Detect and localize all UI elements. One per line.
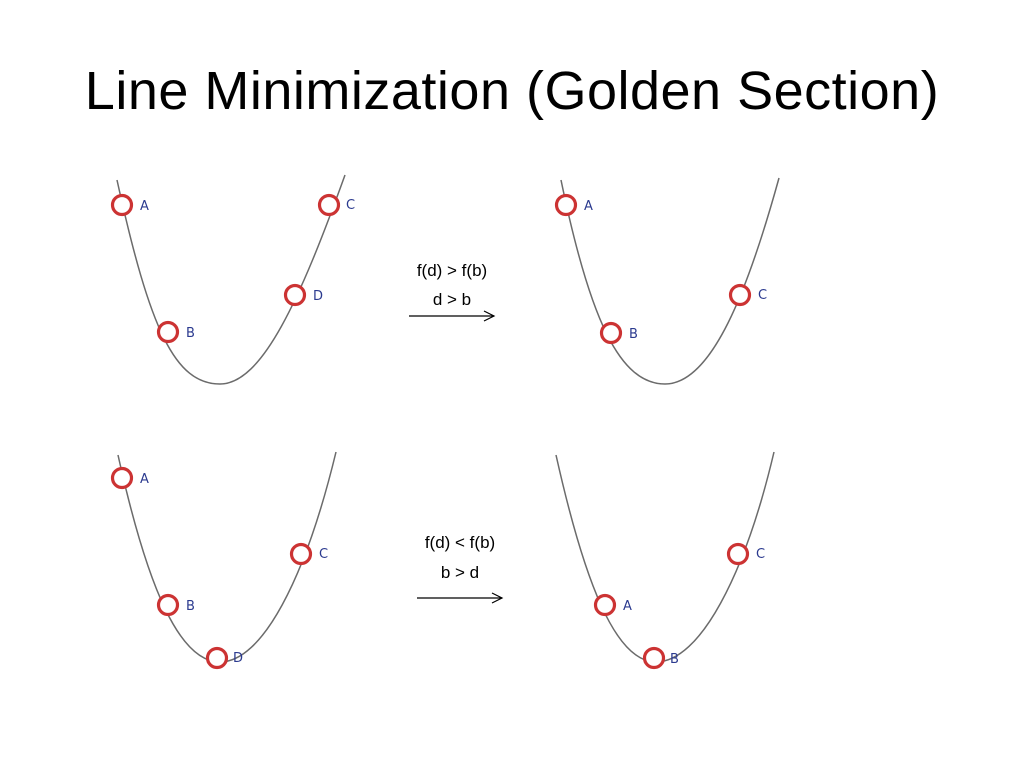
case1-after-point-c <box>728 283 752 307</box>
case2-after-point-a <box>593 593 617 617</box>
case2-before-label-c: C <box>319 547 328 562</box>
case1-before-label-d: D <box>313 289 323 304</box>
case2-transition: f(d) < f(b) b > d <box>417 533 504 604</box>
case1-before-point-d <box>283 283 307 307</box>
case2-after-label-c: C <box>756 547 765 562</box>
case2-before-label-d: D <box>233 651 243 666</box>
case1-after-label-c: C <box>758 288 767 303</box>
case2-before-point-c <box>289 542 313 566</box>
case1-transition: f(d) > f(b) d > b <box>409 261 496 322</box>
case1-before-point-c <box>317 193 341 217</box>
case2-relation: b > d <box>441 563 479 582</box>
case2-before-label-a: A <box>140 472 149 487</box>
case2-arrow-head <box>491 592 504 604</box>
case1-before-point-b <box>156 320 180 344</box>
case2-condition: f(d) < f(b) <box>425 533 495 552</box>
case1-before-point-a <box>110 193 134 217</box>
case1-after-point-b <box>599 321 623 345</box>
slide-title: Line Minimization (Golden Section) <box>84 61 940 121</box>
case1-before-label-c: C <box>346 198 355 213</box>
case2-before-label-b: B <box>186 599 195 614</box>
case1-after-point-a <box>554 193 578 217</box>
case1-condition: f(d) > f(b) <box>417 261 487 280</box>
case2-after-point-b <box>642 646 666 670</box>
case1-before-curve <box>116 174 346 385</box>
case2-before-point-d <box>205 646 229 670</box>
case2-after-panel: A B C <box>555 451 775 670</box>
case1-before-panel: A B D C <box>110 174 355 385</box>
case2-before-point-a <box>110 466 134 490</box>
case2-after-label-a: A <box>623 599 632 614</box>
case1-before-label-b: B <box>186 326 195 341</box>
case1-after-label-a: A <box>584 199 593 214</box>
case2-after-point-c <box>726 542 750 566</box>
case1-before-label-a: A <box>140 199 149 214</box>
case1-after-panel: A B C <box>554 177 780 385</box>
case2-after-label-b: B <box>670 652 679 667</box>
case2-before-panel: A B D C <box>110 451 337 670</box>
case1-relation: d > b <box>433 290 471 309</box>
case1-after-label-b: B <box>629 327 638 342</box>
case1-after-curve <box>560 177 780 385</box>
case2-before-point-b <box>156 593 180 617</box>
case1-arrow-head <box>483 310 496 322</box>
